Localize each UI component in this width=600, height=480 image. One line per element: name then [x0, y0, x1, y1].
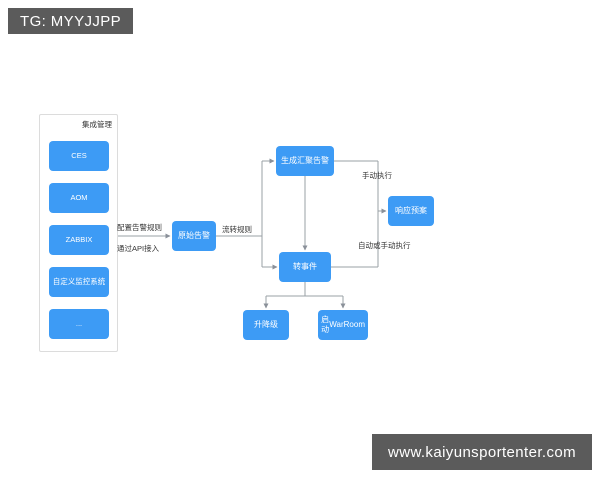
integration-item-custom-monitoring[interactable]: 自定义监控系统 [49, 267, 109, 297]
edge-label-config-alarm-rule: 配置告警规则 [117, 223, 162, 232]
node-to-event[interactable]: 转事件 [279, 252, 331, 282]
edge-label-auto-or-manual-execute: 自动或手动执行 [358, 241, 411, 250]
integration-panel: 集成管理 CES AOM ZABBIX 自定义监控系统 ... [39, 114, 118, 352]
node-start-warroom-line2: WarRoom [329, 319, 365, 329]
edge-label-manual-execute: 手动执行 [362, 171, 392, 180]
node-raw-alarm[interactable]: 原始告警 [172, 221, 216, 251]
node-aggregate-alarm[interactable]: 生成汇聚告警 [276, 146, 334, 176]
node-response-plan[interactable]: 响应预案 [388, 196, 434, 226]
integration-panel-title: 集成管理 [82, 120, 112, 129]
integration-item-ces[interactable]: CES [49, 141, 109, 171]
node-start-warroom-line1: 启动 [321, 314, 330, 334]
node-escalate[interactable]: 升降级 [243, 310, 289, 340]
watermark-top-badge: TG: MYYJJPP [8, 8, 134, 34]
integration-item-zabbix[interactable]: ZABBIX [49, 225, 109, 255]
integration-item-aom[interactable]: AOM [49, 183, 109, 213]
edge-label-api-access: 通过API接入 [117, 244, 160, 253]
watermark-bottom-badge: www.kaiyunsportenter.com [371, 434, 592, 470]
edge-label-flow-rule: 流转规则 [222, 225, 252, 234]
node-start-warroom[interactable]: 启动 WarRoom [318, 310, 368, 340]
integration-item-more[interactable]: ... [49, 309, 109, 339]
